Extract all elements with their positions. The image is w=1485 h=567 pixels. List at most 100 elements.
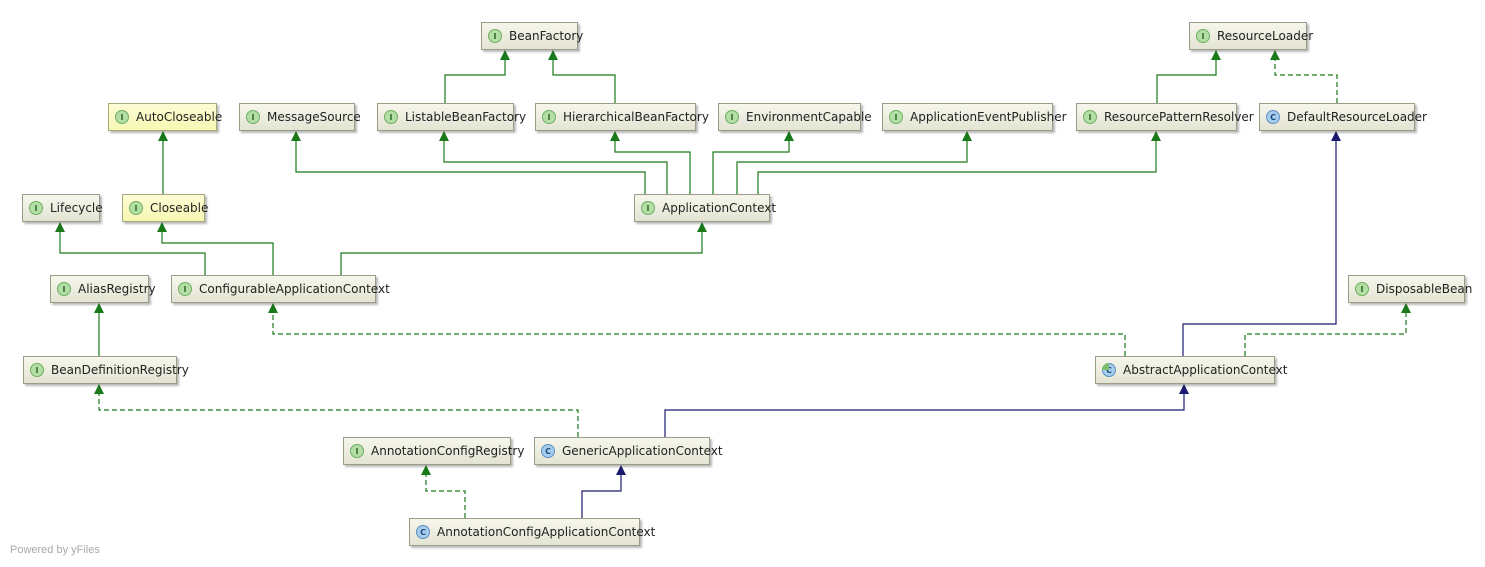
arrowhead — [158, 131, 168, 141]
edge-implements — [1244, 303, 1411, 356]
edge-interface-extends — [444, 50, 510, 103]
edge-interface-extends — [1156, 50, 1221, 103]
node-listable-bean-factory[interactable]: I ListableBeanFactory — [377, 103, 526, 131]
edge-line — [98, 394, 579, 437]
interface-icon: I — [115, 110, 129, 124]
node-application-event-publisher[interactable]: I ApplicationEventPublisher — [882, 103, 1067, 131]
interface-icon: I — [350, 444, 364, 458]
node-label: EnvironmentCapable — [746, 110, 872, 124]
arrowhead — [94, 303, 104, 313]
edge-line — [614, 141, 691, 194]
edge-interface-extends — [548, 50, 616, 103]
arrowhead — [962, 131, 972, 141]
edge-interface-extends — [158, 131, 168, 194]
node-alias-registry[interactable]: I AliasRegistry — [50, 275, 156, 303]
node-label: AliasRegistry — [78, 282, 156, 296]
node-label: DefaultResourceLoader — [1287, 110, 1427, 124]
arrowhead — [548, 50, 558, 60]
node-environment-capable[interactable]: I EnvironmentCapable — [718, 103, 872, 131]
arrowhead — [157, 222, 167, 232]
interface-icon: I — [725, 110, 739, 124]
node-label: BeanDefinitionRegistry — [51, 363, 189, 377]
interface-icon: I — [1083, 110, 1097, 124]
edge-interface-extends — [94, 303, 104, 356]
node-resource-pattern-resolver[interactable]: I ResourcePatternResolver — [1076, 103, 1254, 131]
arrowhead — [1270, 50, 1280, 60]
node-label: ListableBeanFactory — [405, 110, 527, 124]
edge-interface-extends — [157, 222, 274, 275]
node-label: AnnotationConfigRegistry — [371, 444, 525, 458]
edge-line — [443, 141, 668, 194]
edge-line — [340, 232, 703, 275]
edge-line — [425, 475, 466, 518]
arrowhead — [94, 384, 104, 394]
edge-class-extends — [1182, 131, 1341, 356]
node-label: AutoCloseable — [136, 110, 223, 124]
arrowhead — [1401, 303, 1411, 313]
interface-icon: I — [889, 110, 903, 124]
node-label: ApplicationContext — [662, 201, 777, 215]
interface-icon: I — [641, 201, 655, 215]
arrowhead — [616, 465, 626, 475]
interface-icon: I — [1196, 29, 1210, 43]
edge-implements — [1270, 50, 1338, 103]
arrowhead — [500, 50, 510, 60]
arrowhead — [291, 131, 301, 141]
interface-icon: I — [57, 282, 71, 296]
node-auto-closeable[interactable]: I AutoCloseable — [108, 103, 222, 131]
arrowhead — [610, 131, 620, 141]
node-label: AnnotationConfigApplicationContext — [437, 525, 656, 539]
interface-icon: I — [129, 201, 143, 215]
interface-icon: I — [1355, 282, 1369, 296]
edge-interface-extends — [291, 131, 646, 194]
node-label: Closeable — [150, 201, 209, 215]
node-closeable[interactable]: I Closeable — [122, 194, 209, 222]
interface-icon: I — [542, 110, 556, 124]
edge-interface-extends — [55, 222, 206, 275]
node-abstract-application-context[interactable]: C AbstractApplicationContext — [1095, 356, 1287, 384]
node-label: AbstractApplicationContext — [1123, 363, 1288, 377]
interface-icon: I — [30, 363, 44, 377]
node-label: ApplicationEventPublisher — [910, 110, 1067, 124]
edge-line — [664, 394, 1185, 437]
node-label: ResourcePatternResolver — [1104, 110, 1254, 124]
edge-interface-extends — [610, 131, 691, 194]
node-bean-definition-registry[interactable]: I BeanDefinitionRegistry — [23, 356, 189, 384]
edge-implements — [268, 303, 1126, 356]
arrowhead — [268, 303, 278, 313]
interface-icon: I — [384, 110, 398, 124]
edge-line — [59, 232, 206, 275]
edge-implements — [94, 384, 579, 437]
node-lifecycle[interactable]: I Lifecycle — [22, 194, 103, 222]
node-label: Lifecycle — [50, 201, 103, 215]
node-label: DisposableBean — [1376, 282, 1473, 296]
edge-class-extends — [664, 384, 1189, 437]
edge-interface-extends — [712, 131, 794, 194]
interface-icon: I — [29, 201, 43, 215]
node-label: GenericApplicationContext — [562, 444, 723, 458]
arrowhead — [1331, 131, 1341, 141]
edge-interface-extends — [439, 131, 668, 194]
abstract-class-icon: C — [1102, 363, 1116, 377]
node-application-context[interactable]: I ApplicationContext — [634, 194, 776, 222]
node-annotation-config-registry[interactable]: I AnnotationConfigRegistry — [343, 437, 524, 465]
edge-interface-extends — [736, 131, 972, 194]
powered-by-footer: Powered by yFiles — [10, 544, 100, 556]
edge-line — [444, 60, 506, 103]
edge-line — [736, 141, 968, 194]
arrowhead — [1179, 384, 1189, 394]
node-label: BeanFactory — [509, 29, 584, 43]
interface-icon: I — [246, 110, 260, 124]
node-disposable-bean[interactable]: I DisposableBean — [1348, 275, 1472, 303]
edge-line — [712, 141, 790, 194]
edge-interface-extends — [340, 222, 707, 275]
